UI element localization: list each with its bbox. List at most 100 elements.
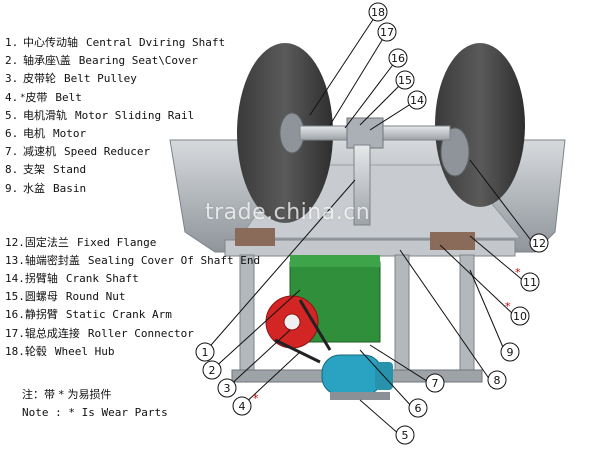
legend-item-number: 16. — [5, 308, 25, 322]
callout-9 — [500, 342, 520, 362]
legend-item-number: 13. — [5, 253, 25, 267]
callout-16 — [388, 48, 408, 68]
legend-item-en: Roller Connector — [87, 326, 194, 340]
callout-11 — [520, 272, 540, 292]
callout-17-label: 17 — [380, 26, 394, 39]
legend-item: 6. 电机 Motor — [5, 125, 275, 143]
callout-7 — [425, 373, 445, 393]
legend-item-en: Crank Shaft — [65, 272, 139, 286]
legend-item-number: 9. — [5, 181, 19, 195]
legend-item-number: 2. — [5, 54, 19, 68]
legend-item-zh: 拐臂轴 — [24, 272, 58, 286]
callout-2-label: 2 — [209, 364, 216, 377]
legend-item: 18.轮毂 Wheel Hub — [5, 343, 275, 361]
belt — [274, 299, 332, 364]
stand-leg-mid — [394, 254, 410, 381]
callout-14-label: 14 — [410, 94, 424, 107]
callout-6-label: 6 — [415, 402, 422, 415]
wear-parts-note: 注：带 * 为易损件 Note : * Is Wear Parts — [22, 386, 168, 422]
callout-1-label: 1 — [202, 346, 209, 359]
legend-item-number: 1. — [5, 36, 19, 49]
legend-item-number: 17. — [5, 326, 25, 340]
legend-item-zh: 电机滑轨 — [23, 108, 67, 122]
legend-item: 9. 水盆 Basin — [5, 180, 275, 198]
legend-item-zh: 皮带轮 — [23, 72, 56, 86]
legend-item: 3. 皮带轮 Belt Pulley — [5, 70, 275, 88]
leader-lines — [204, 11, 534, 436]
callout-17 — [377, 22, 397, 42]
callout-5-label: 5 — [402, 429, 409, 442]
legend-item-zh: 皮带 — [25, 90, 48, 104]
callout-3 — [217, 378, 237, 398]
motor-sliding-rail — [330, 392, 390, 400]
legend-item-zh: 轮毂 — [24, 344, 47, 358]
callout-3-label: 3 — [224, 382, 231, 395]
callout-15 — [395, 70, 415, 90]
legend-item-zh: 电机 — [23, 126, 45, 140]
callout-9-label: 9 — [507, 346, 514, 359]
callout-7-label: 7 — [432, 377, 439, 390]
legend-item-en: Bearing Seat\Cover — [78, 54, 198, 68]
legend-item-en: Belt Pulley — [64, 72, 137, 86]
legend-item-zh: 中心传动轴 — [23, 36, 78, 49]
callout-labels: 18 17 16 15 14 12 11 10 9 8 7 6 5 1 2 3 … — [202, 6, 547, 442]
legend-item-zh: 固定法兰 — [24, 235, 69, 249]
callout-5 — [395, 425, 415, 445]
callout-4 — [232, 396, 252, 416]
legend-gap — [5, 198, 275, 234]
legend-item-en: Basin — [53, 181, 87, 195]
central-hub — [346, 117, 384, 149]
legend-item-en: Belt — [55, 90, 82, 104]
legend-item: 17.辊总成连接 Roller Connector — [5, 325, 275, 343]
callout-18-label: 18 — [371, 6, 385, 19]
callout-15-label: 15 — [398, 74, 412, 87]
legend-item-en: Motor — [53, 126, 87, 140]
callout-16-label: 16 — [391, 52, 405, 65]
callout-12-label: 12 — [532, 237, 546, 250]
legend-item-number: 4. — [5, 90, 19, 104]
legend-item: 8. 支架 Stand — [5, 161, 275, 179]
note-en: Note : * Is Wear Parts — [22, 406, 168, 419]
legend-item-en: Stand — [53, 163, 87, 177]
legend-item-number: 18. — [5, 344, 25, 358]
central-shaft — [353, 144, 371, 226]
callout-14 — [407, 90, 427, 110]
legend-item-en: Speed Reducer — [64, 145, 151, 159]
legend-item-en: Wheel Hub — [54, 344, 115, 358]
callout-6 — [408, 398, 428, 418]
wear-star-10: * — [505, 300, 511, 313]
wear-star-11: * — [515, 266, 521, 279]
callout-2 — [202, 360, 222, 380]
callouts — [195, 2, 549, 445]
legend-item: 12.固定法兰 Fixed Flange — [5, 234, 275, 252]
legend-item-zh: 辊总成连接 — [24, 326, 80, 340]
legend-item-number: 8. — [5, 163, 19, 177]
legend-item-zh: 水盆 — [23, 181, 45, 195]
watermark: trade.china.cn — [205, 200, 371, 225]
legend-item-en: Static Crank Arm — [65, 308, 172, 322]
legend-item-number: 6. — [5, 126, 19, 140]
right-grinding-wheel — [435, 43, 525, 207]
stand-leg-right — [459, 254, 475, 371]
legend-item-number: 3. — [5, 72, 19, 86]
wear-star-4: * — [253, 392, 259, 405]
legend-item-en: Fixed Flange — [76, 235, 157, 249]
motor-body — [321, 354, 383, 396]
legend-item-zh: 圆螺母 — [24, 290, 58, 304]
legend-item-number: 12. — [5, 235, 25, 249]
callout-8 — [487, 370, 507, 390]
callout-10-label: 10 — [513, 310, 527, 323]
legend-item-zh: 支架 — [23, 163, 45, 177]
callout-10 — [510, 306, 530, 326]
